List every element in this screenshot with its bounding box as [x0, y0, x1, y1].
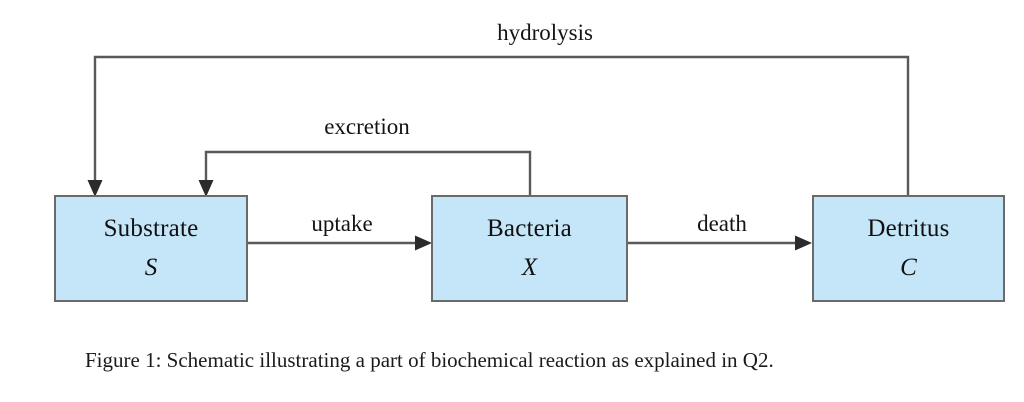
node-detritus[interactable]: Detritus C: [812, 195, 1005, 302]
node-bacteria[interactable]: Bacteria X: [431, 195, 628, 302]
edge-label-uptake: uptake: [311, 211, 373, 236]
node-bacteria-title: Bacteria: [487, 215, 572, 243]
figure-caption: Figure 1: Schematic illustrating a part …: [85, 348, 774, 372]
node-substrate-symbol: S: [144, 253, 158, 281]
edge-excretion: [198, 150, 532, 197]
edge-label-excretion: excretion: [324, 114, 410, 139]
node-substrate-title: Substrate: [103, 215, 199, 243]
arrowhead-hydrolysis: [87, 180, 103, 197]
edge-uptake: [248, 235, 432, 251]
node-bacteria-symbol: X: [521, 253, 538, 281]
arrowhead-uptake: [415, 235, 432, 251]
arrowhead-death: [795, 235, 812, 251]
arrowhead-excretion: [198, 180, 214, 197]
node-substrate[interactable]: Substrate S: [54, 195, 248, 302]
node-detritus-symbol: C: [900, 253, 917, 281]
edge-hydrolysis: [87, 55, 910, 197]
edge-label-death: death: [697, 211, 747, 236]
edge-label-hydrolysis: hydrolysis: [497, 20, 593, 45]
edge-death: [628, 235, 812, 251]
node-detritus-title: Detritus: [867, 215, 950, 243]
